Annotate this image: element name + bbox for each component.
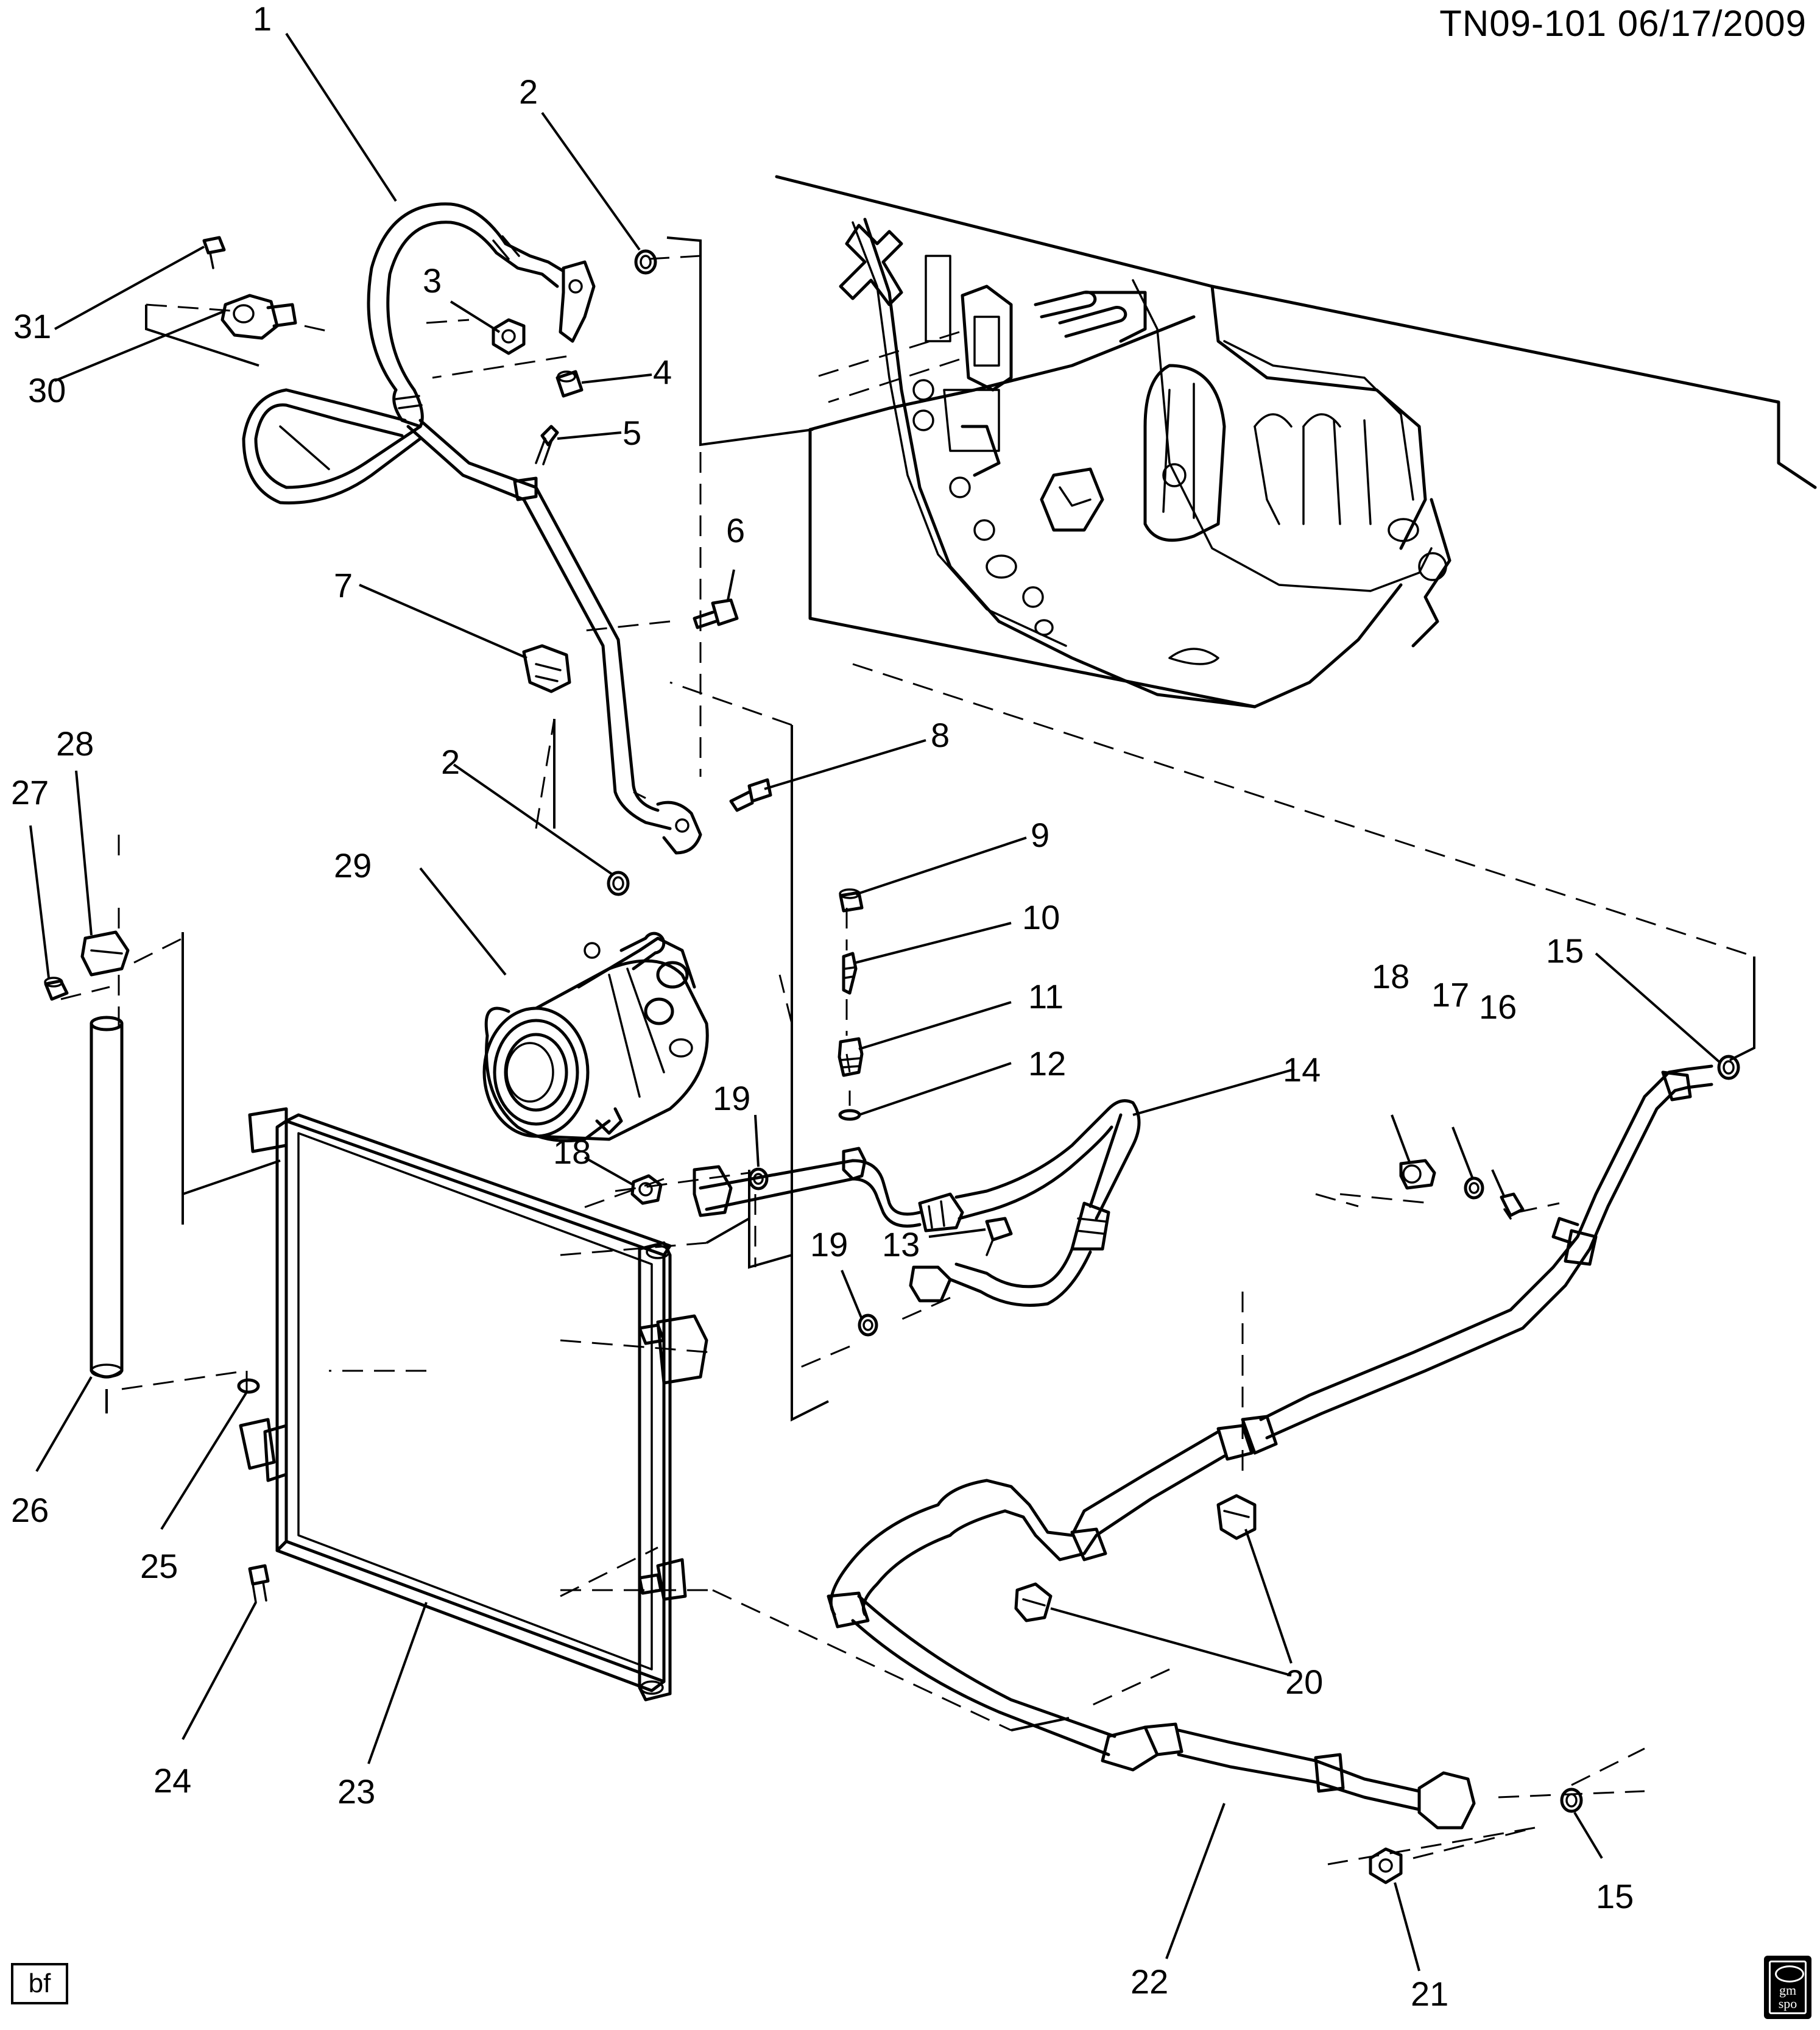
callout-4: 4 bbox=[653, 353, 672, 391]
part-27-cap bbox=[44, 977, 69, 1001]
assembly-guide-lines bbox=[60, 236, 1755, 1866]
part-20-clip-upper bbox=[1216, 1494, 1257, 1540]
part-31-bolt bbox=[202, 236, 226, 269]
callout-labels: 1 2 3 4 5 6 7 2 8 29 9 10 11 12 14 13 15… bbox=[11, 0, 1634, 2013]
callout-27: 27 bbox=[11, 773, 49, 812]
discharge-fitting-block bbox=[693, 1165, 733, 1217]
callout-9: 9 bbox=[1031, 816, 1049, 854]
callout-10: 10 bbox=[1022, 898, 1060, 936]
callout-22: 22 bbox=[1130, 1962, 1168, 2001]
part-19-seal-lower bbox=[858, 1314, 878, 1337]
part-29-compressor bbox=[482, 932, 709, 1142]
part-1-suction-hose bbox=[242, 202, 702, 855]
artist-tag: bf bbox=[11, 1963, 68, 2004]
part-26-desiccant-dryer bbox=[90, 1016, 124, 1379]
callout-21: 21 bbox=[1411, 1975, 1448, 2013]
callout-16: 16 bbox=[1479, 988, 1517, 1026]
part-30-bracket bbox=[220, 294, 297, 340]
gm-spo-logo: gm spo bbox=[1764, 1956, 1811, 2019]
callout-19-lower: 19 bbox=[810, 1225, 848, 1264]
part-4-cap bbox=[556, 370, 584, 398]
callout-leaders bbox=[29, 32, 1722, 1972]
part-5-valve-core bbox=[535, 425, 559, 465]
part-2-seal-upper bbox=[634, 249, 657, 275]
callout-6: 6 bbox=[726, 511, 745, 550]
callout-2-upper: 2 bbox=[519, 72, 538, 111]
part-11-fitting bbox=[838, 1037, 864, 1077]
callout-30: 30 bbox=[28, 371, 66, 409]
callout-12: 12 bbox=[1028, 1044, 1066, 1083]
part-3-nut bbox=[492, 318, 526, 355]
part-25-seal bbox=[237, 1378, 260, 1394]
callout-15-upper: 15 bbox=[1546, 932, 1584, 970]
callout-8: 8 bbox=[931, 716, 950, 754]
callout-31: 31 bbox=[13, 307, 51, 345]
part-10-valve-core bbox=[842, 952, 858, 995]
part-15-seal-upper bbox=[1717, 1055, 1740, 1080]
logo-text-gm: gm bbox=[1779, 1982, 1797, 1998]
callout-15-lower: 15 bbox=[1596, 1877, 1634, 1915]
callout-18-right: 18 bbox=[1372, 957, 1409, 996]
part-8-bolt bbox=[729, 778, 772, 812]
part-17-seal bbox=[1464, 1176, 1484, 1200]
callout-17: 17 bbox=[1431, 975, 1469, 1014]
callout-11: 11 bbox=[1028, 977, 1063, 1016]
callout-25: 25 bbox=[140, 1547, 178, 1585]
part-23-condenser bbox=[239, 1107, 708, 1702]
part-6-bolt bbox=[693, 598, 739, 629]
callout-7: 7 bbox=[334, 566, 353, 604]
part-21-nut bbox=[1369, 1847, 1403, 1884]
callout-3: 3 bbox=[423, 261, 442, 300]
callout-5: 5 bbox=[623, 414, 641, 452]
callout-20: 20 bbox=[1285, 1663, 1323, 1701]
callout-14: 14 bbox=[1283, 1050, 1321, 1089]
callout-28: 28 bbox=[56, 724, 94, 763]
part-24-bolt bbox=[248, 1564, 270, 1604]
callout-13: 13 bbox=[882, 1225, 920, 1264]
callout-26: 26 bbox=[11, 1491, 49, 1529]
part-13-bolt bbox=[985, 1217, 1013, 1256]
diagram-id-date: TN09-101 06/17/2009 bbox=[1439, 3, 1807, 44]
part-28-bracket bbox=[80, 930, 130, 977]
part-2-seal-lower bbox=[607, 871, 630, 896]
part-14-discharge-hose bbox=[699, 1099, 1141, 1307]
part-16-valve-core bbox=[1500, 1192, 1525, 1220]
part-15-seal-lower bbox=[1560, 1788, 1583, 1813]
part-18-switch-right bbox=[1399, 1159, 1436, 1190]
part-7-clip bbox=[522, 644, 571, 693]
callout-2-lower: 2 bbox=[441, 743, 460, 781]
firewall-inset-drawing bbox=[775, 175, 1817, 709]
part-12-o-ring bbox=[838, 1109, 861, 1121]
part-20-clip-lower bbox=[1014, 1582, 1053, 1622]
part-22-liquid-line bbox=[827, 1064, 1713, 1830]
part-19-seal-upper bbox=[748, 1167, 769, 1190]
callout-18-center: 18 bbox=[553, 1133, 591, 1171]
callout-1: 1 bbox=[253, 0, 272, 38]
callout-23: 23 bbox=[337, 1772, 375, 1811]
callout-19-upper: 19 bbox=[713, 1079, 750, 1117]
callout-29: 29 bbox=[334, 846, 372, 885]
callout-24: 24 bbox=[153, 1761, 191, 1800]
part-18-nut-center bbox=[630, 1174, 663, 1205]
logo-text-spo: spo bbox=[1778, 1996, 1797, 2011]
